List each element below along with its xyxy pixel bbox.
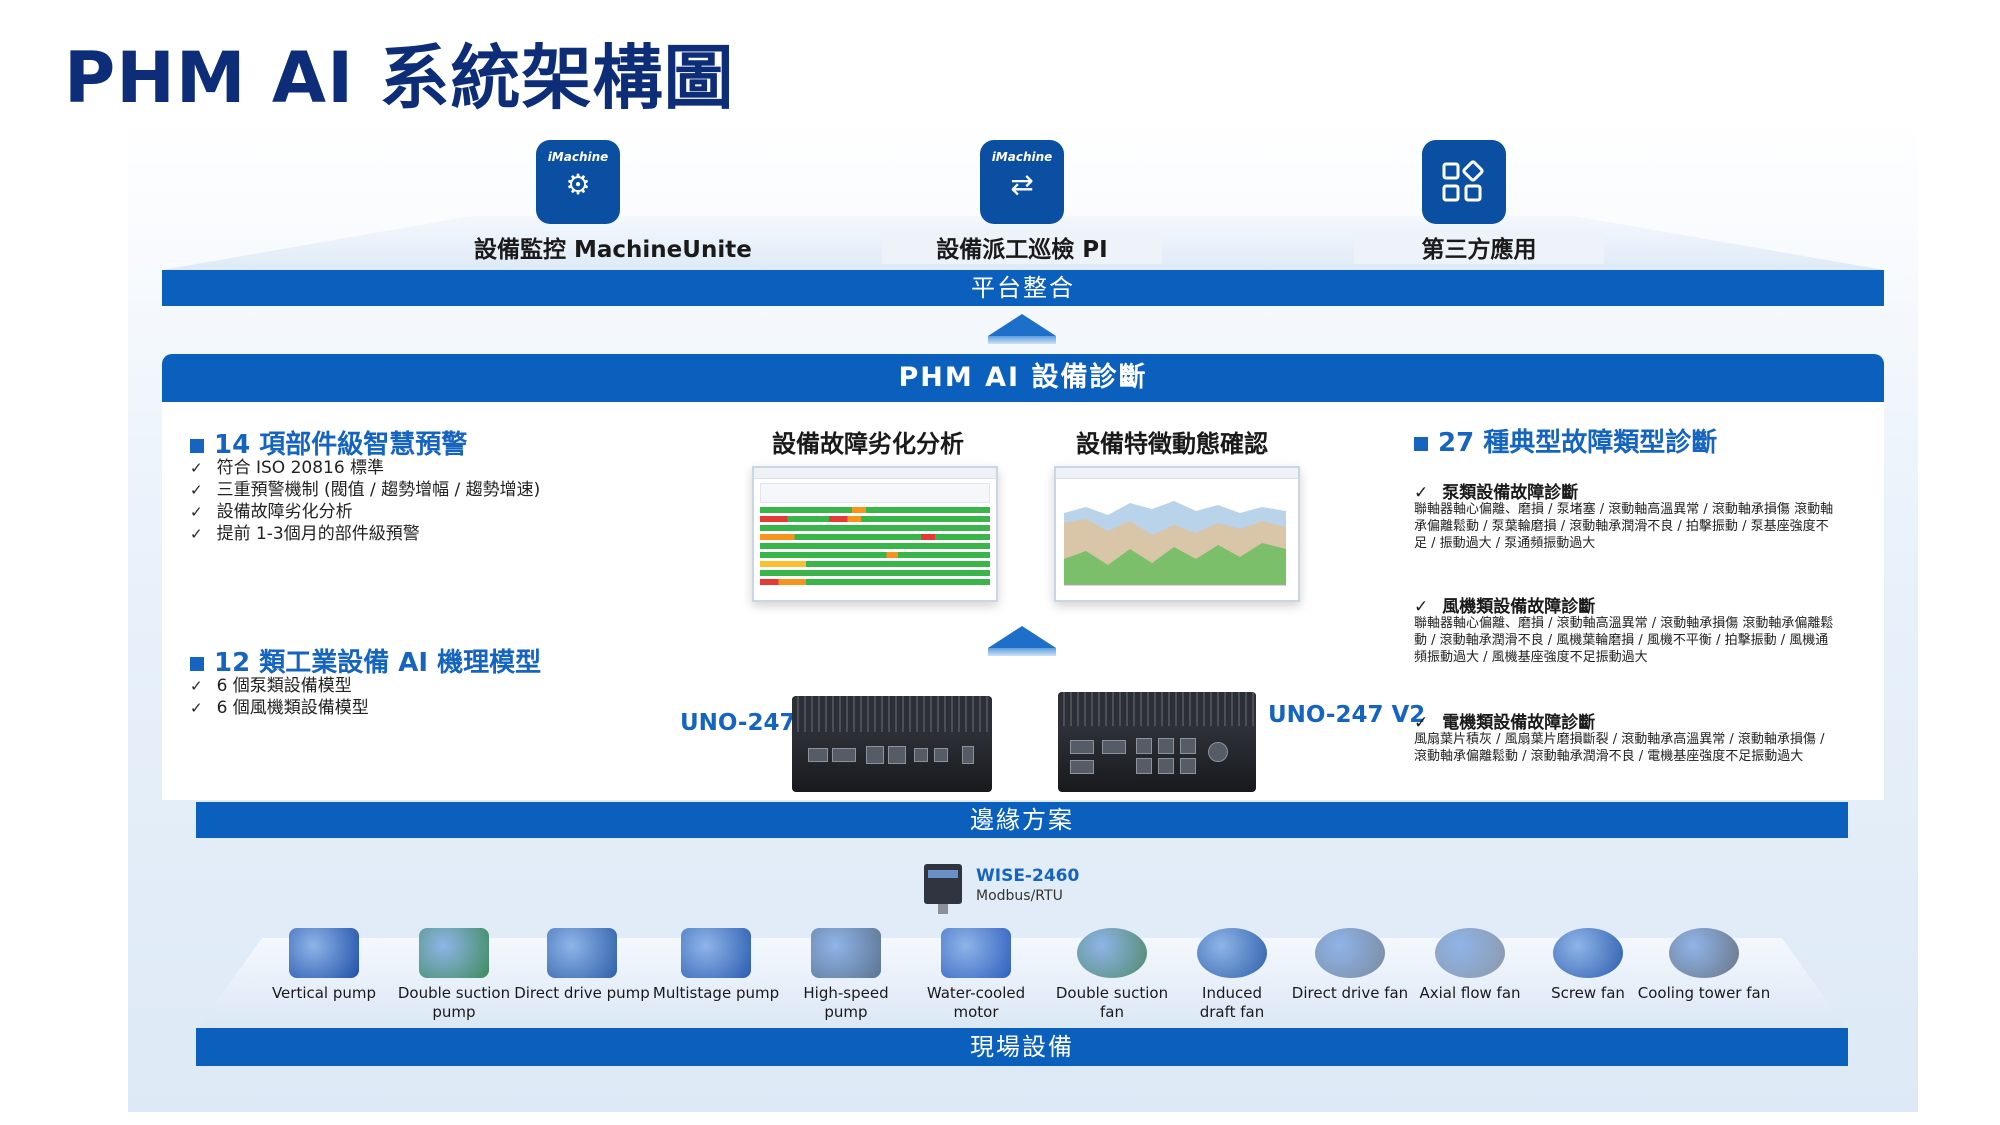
equipment-label-line2: draft fan [1199, 1003, 1265, 1021]
pump-fault-title: 泵類設備故障診斷 [1414, 478, 1578, 503]
equipment-label: Double suction fan [1055, 984, 1169, 1021]
water-cooled-motor-icon [941, 928, 1011, 978]
feature-confirm-title: 設備特徵動態確認 [1076, 430, 1268, 458]
equipment-label: Vertical pump [271, 984, 377, 1002]
list-item: 6 個風機類設備模型 [190, 697, 369, 719]
app-grid-icon [1442, 160, 1484, 202]
equipment-label: Double suction [397, 984, 511, 1002]
app-brand: iMachine [547, 150, 609, 164]
multistage-pump-icon [681, 928, 751, 978]
equipment-label: Multistage pump [652, 984, 780, 1002]
app-label-third-party: 第三方應用 [1354, 230, 1604, 264]
axial-flow-fan-icon [1435, 928, 1505, 978]
double-suction-fan-icon [1077, 928, 1147, 978]
device-label-uno247v2: UNO-247 V2 [1268, 702, 1426, 728]
wise-2460-sensor-icon [924, 864, 962, 914]
up-arrow [988, 314, 1056, 344]
pump-fault-desc: 聯軸器軸心偏離、磨損 / 泵堵塞 / 滾動軸高溫異常 / 滾動軸承損傷 滾動軸承… [1414, 502, 1834, 551]
equipment-label: Screw fan [1551, 984, 1625, 1002]
equipment-item: Double suction fan [1042, 928, 1182, 1022]
equipment-label-line2: pump [824, 1003, 868, 1021]
edge-solution-band: 邊緣方案 [196, 802, 1848, 838]
direct-drive-fan-icon [1315, 928, 1385, 978]
trend-chart-thumbnail [1056, 479, 1294, 595]
list-item: 符合 ISO 20816 標準 [190, 457, 540, 479]
ai-model-title: 12 類工業設備 AI 機理模型 [190, 642, 541, 679]
equipment-item: Cooling tower fan [1634, 928, 1774, 1003]
cooling-tower-fan-icon [1669, 928, 1739, 978]
equipment-label: Cooling tower fan [1637, 984, 1771, 1002]
app-label-pi: 設備派工巡檢 PI [882, 230, 1162, 264]
list-item: 設備故障劣化分析 [190, 501, 540, 523]
component-warning-list: 符合 ISO 20816 標準 三重預警機制 (閥值 / 趨勢增幅 / 趨勢增速… [190, 457, 541, 545]
field-equipment-band: 現場設備 [196, 1028, 1848, 1066]
app-tile-third-party[interactable] [1422, 140, 1506, 224]
equipment-label: Axial flow fan [1419, 984, 1521, 1002]
direct-drive-pump-icon [547, 928, 617, 978]
vertical-pump-icon [289, 928, 359, 978]
phm-diagnosis-band: PHM AI 設備診斷 [162, 354, 1884, 402]
app-tile-pi[interactable]: iMachine ⇄ [980, 140, 1064, 224]
component-warning-title: 14 項部件級智慧預警 [190, 424, 467, 461]
degradation-analysis-title: 設備故障劣化分析 [772, 430, 964, 458]
equipment-item: Axial flow fan [1400, 928, 1540, 1003]
equipment-label-line2: pump [432, 1003, 476, 1021]
up-arrow [988, 626, 1056, 656]
device-label-uno247: UNO-247 [680, 710, 796, 736]
screw-fan-icon [1553, 928, 1623, 978]
list-item: 6 個泵類設備模型 [190, 675, 369, 697]
platform-integration-band: 平台整合 [162, 270, 1884, 306]
fan-fault-title: 風機類設備故障診斷 [1414, 592, 1595, 617]
page-title: PHM AI 系統架構圖 [64, 37, 735, 119]
double-suction-pump-icon [419, 928, 489, 978]
uno247v2-device [1058, 692, 1256, 792]
equipment-label: High-speed [803, 984, 889, 1002]
fault-diagnosis-title: 27 種典型故障類型診斷 [1414, 422, 1717, 459]
dispatch-inspection-icon: ⇄ [1010, 168, 1034, 201]
uno247-device [792, 696, 992, 792]
equipment-item: Direct drive pump [512, 928, 652, 1003]
equipment-label: Direct drive pump [514, 984, 650, 1002]
equipment-item: Screw fan [1518, 928, 1658, 1003]
degradation-analysis-screenshot [752, 466, 998, 602]
high-speed-pump-icon [811, 928, 881, 978]
app-label-machineunite: 設備監控 MachineUnite [474, 237, 752, 263]
app-brand: iMachine [991, 150, 1053, 164]
equipment-item: Direct drive fan [1280, 928, 1420, 1003]
ai-model-list: 6 個泵類設備模型 6 個風機類設備模型 [190, 675, 369, 719]
machine-monitor-icon: ⚙ [565, 168, 591, 201]
list-item: 提前 1-3個月的部件級預警 [190, 523, 540, 545]
sensor-protocol: Modbus/RTU [976, 888, 1063, 904]
equipment-item: Multistage pump [646, 928, 786, 1003]
list-item: 三重預警機制 (閥值 / 趨勢增幅 / 趨勢增速) [190, 479, 541, 501]
equipment-label: Water-cooled motor [926, 984, 1026, 1021]
app-tile-machineunite[interactable]: iMachine ⚙ [536, 140, 620, 224]
fan-fault-desc: 聯軸器軸心偏離、磨損 / 滾動軸高溫異常 / 滾動軸承損傷 滾動軸承偏離鬆動 /… [1414, 616, 1834, 665]
motor-fault-title: 電機類設備故障診斷 [1414, 708, 1595, 733]
motor-fault-desc: 風扇葉片積灰 / 風扇葉片磨損斷裂 / 滾動軸承高溫異常 / 滾動軸承損傷 / … [1414, 732, 1825, 764]
equipment-item: Vertical pump [254, 928, 394, 1003]
equipment-label: Induced [1202, 984, 1262, 1002]
feature-confirm-screenshot [1054, 466, 1300, 602]
sensor-name: WISE-2460 [976, 866, 1080, 886]
equipment-item: Water-cooled motor [906, 928, 1046, 1022]
equipment-label: Direct drive fan [1291, 984, 1409, 1002]
induced-draft-fan-icon [1197, 928, 1267, 978]
